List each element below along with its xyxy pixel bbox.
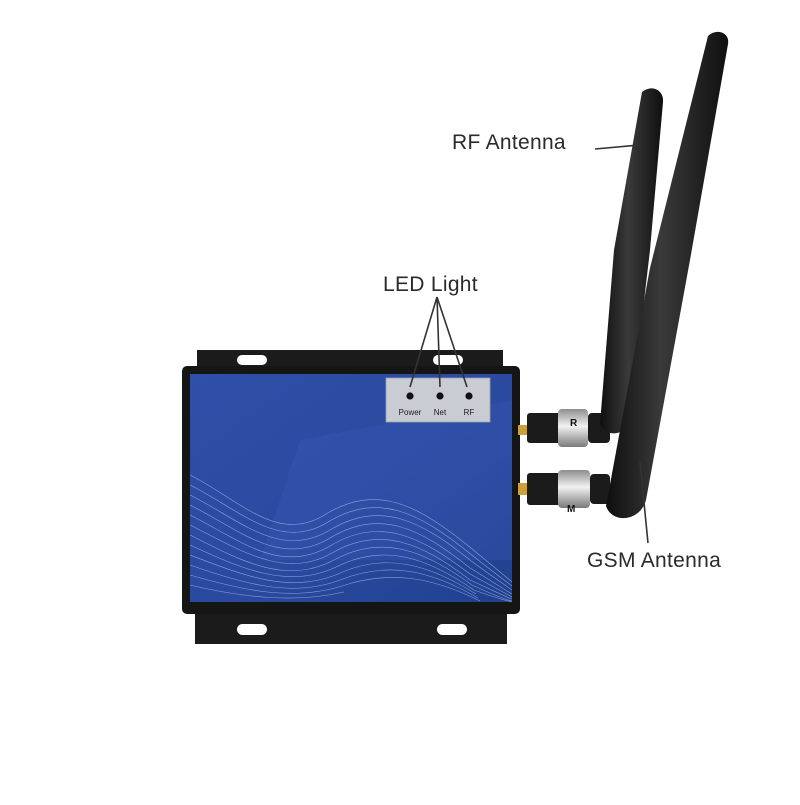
led-indicator-panel bbox=[385, 377, 491, 423]
connector-pin-bottom bbox=[518, 483, 527, 495]
rf-connector: R bbox=[527, 409, 610, 447]
gsm-antenna-label: GSM Antenna bbox=[587, 549, 722, 572]
led-power-label: Power bbox=[398, 408, 422, 417]
rf-antenna-leader-line bbox=[594, 144, 641, 150]
led-power bbox=[406, 392, 414, 400]
gsm-connector: M bbox=[527, 470, 610, 515]
rf-antenna bbox=[600, 88, 664, 434]
led-leader-line-rf bbox=[436, 296, 468, 388]
connector-pin-top bbox=[518, 425, 527, 435]
router-case bbox=[182, 366, 520, 614]
led-leader-line-net bbox=[436, 296, 441, 388]
mounting-bracket-top bbox=[197, 350, 503, 368]
gsm-antenna-leader-line bbox=[639, 461, 649, 544]
callout-lines bbox=[409, 144, 649, 544]
rf-antenna-label: RF Antenna bbox=[452, 131, 566, 154]
led-leader-line-power bbox=[409, 296, 438, 388]
connector-marking-rf: R bbox=[570, 418, 578, 429]
led-rf-label: RF bbox=[463, 408, 475, 417]
led-net-label: Net bbox=[433, 408, 447, 417]
connector-marking-gsm: M bbox=[567, 504, 575, 515]
gsm-antenna bbox=[606, 31, 729, 519]
led-light-label: LED Light bbox=[383, 273, 478, 296]
led-rf bbox=[465, 392, 473, 400]
wave-pattern bbox=[189, 474, 513, 603]
led-net bbox=[436, 392, 444, 400]
